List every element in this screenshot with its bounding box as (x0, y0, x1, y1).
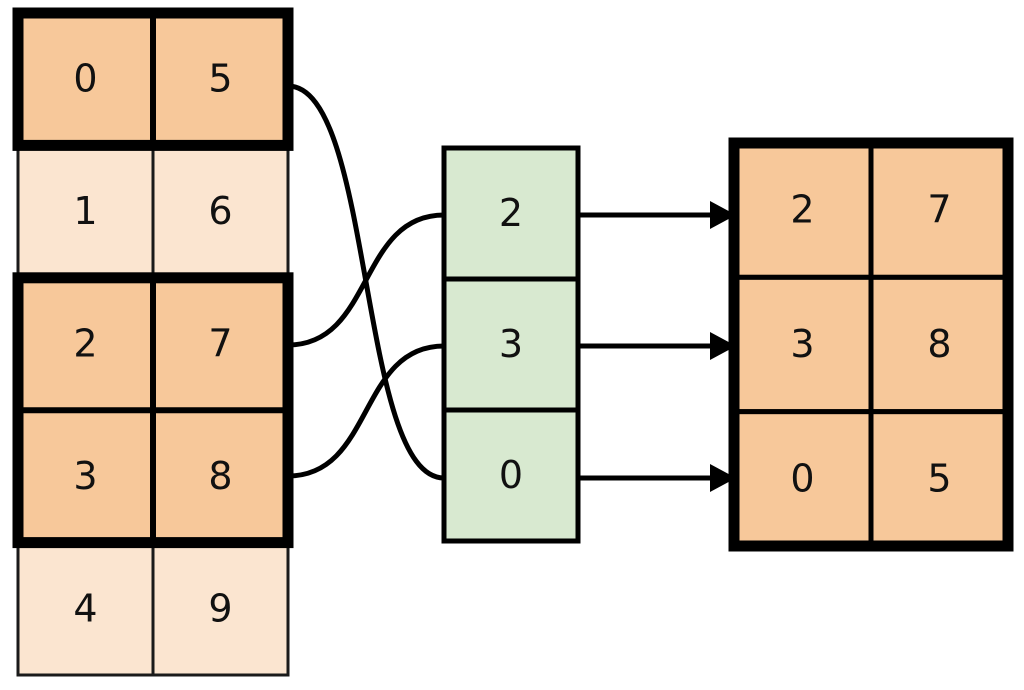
source-cell-value-r1-c1: 6 (208, 189, 232, 233)
source-cell-value-r1-c0: 1 (73, 189, 97, 233)
source-cell-value-r3-c1: 8 (208, 454, 232, 498)
source-cell-value-r0-c0: 0 (73, 57, 97, 101)
source-cell-r0-c0[interactable] (16, 11, 155, 147)
arrows-group (580, 201, 736, 492)
result-cell-value-r2-c0: 0 (790, 456, 814, 500)
result-cell-value-r1-c1: 8 (927, 322, 951, 366)
source-cell-r0-c1[interactable] (151, 11, 290, 147)
source-cell-value-r4-c0: 4 (73, 586, 97, 630)
result-cell-r1-c0[interactable] (731, 274, 874, 415)
arrow-index0-to-result0-head (710, 201, 736, 229)
result-cell-r1-c1[interactable] (868, 274, 1011, 415)
source-cell-value-r3-c0: 3 (73, 454, 97, 498)
source-cell-r4-c1[interactable] (151, 541, 290, 677)
source-cell-r1-c1[interactable] (151, 143, 290, 280)
index-cell-1[interactable] (441, 276, 581, 413)
index-cell-0[interactable] (441, 145, 581, 282)
link-curves-group (287, 83, 445, 481)
result-cell-value-r2-c1: 5 (927, 456, 951, 500)
index-cell-2[interactable] (441, 407, 581, 544)
arrow-index1-to-result1-head (710, 332, 736, 360)
result-cell-value-r0-c1: 7 (927, 188, 951, 232)
arrow-index2-to-result2-head (710, 464, 736, 492)
source-cell-value-r2-c1: 7 (208, 322, 232, 366)
link-row3-to-index1 (287, 343, 445, 479)
result-table: 2 7 3 8 0 5 (728, 137, 1014, 552)
source-table: 0 5 1 6 2 7 3 8 4 9 (12, 7, 294, 677)
source-cell-value-r4-c1: 9 (208, 586, 232, 630)
result-cell-value-r1-c0: 3 (790, 322, 814, 366)
source-cell-r4-c0[interactable] (16, 541, 155, 677)
link-row2-to-index0 (287, 212, 445, 348)
source-cell-value-r0-c1: 5 (208, 57, 232, 101)
index-column: 2 3 0 (441, 145, 581, 544)
index-cell-value-2: 0 (499, 453, 523, 497)
result-cell-value-r0-c0: 2 (790, 188, 814, 232)
source-cell-value-r2-c0: 2 (73, 322, 97, 366)
index-cell-value-0: 2 (499, 191, 523, 235)
result-table-outline (728, 137, 1014, 552)
index-cell-value-1: 3 (499, 322, 523, 366)
